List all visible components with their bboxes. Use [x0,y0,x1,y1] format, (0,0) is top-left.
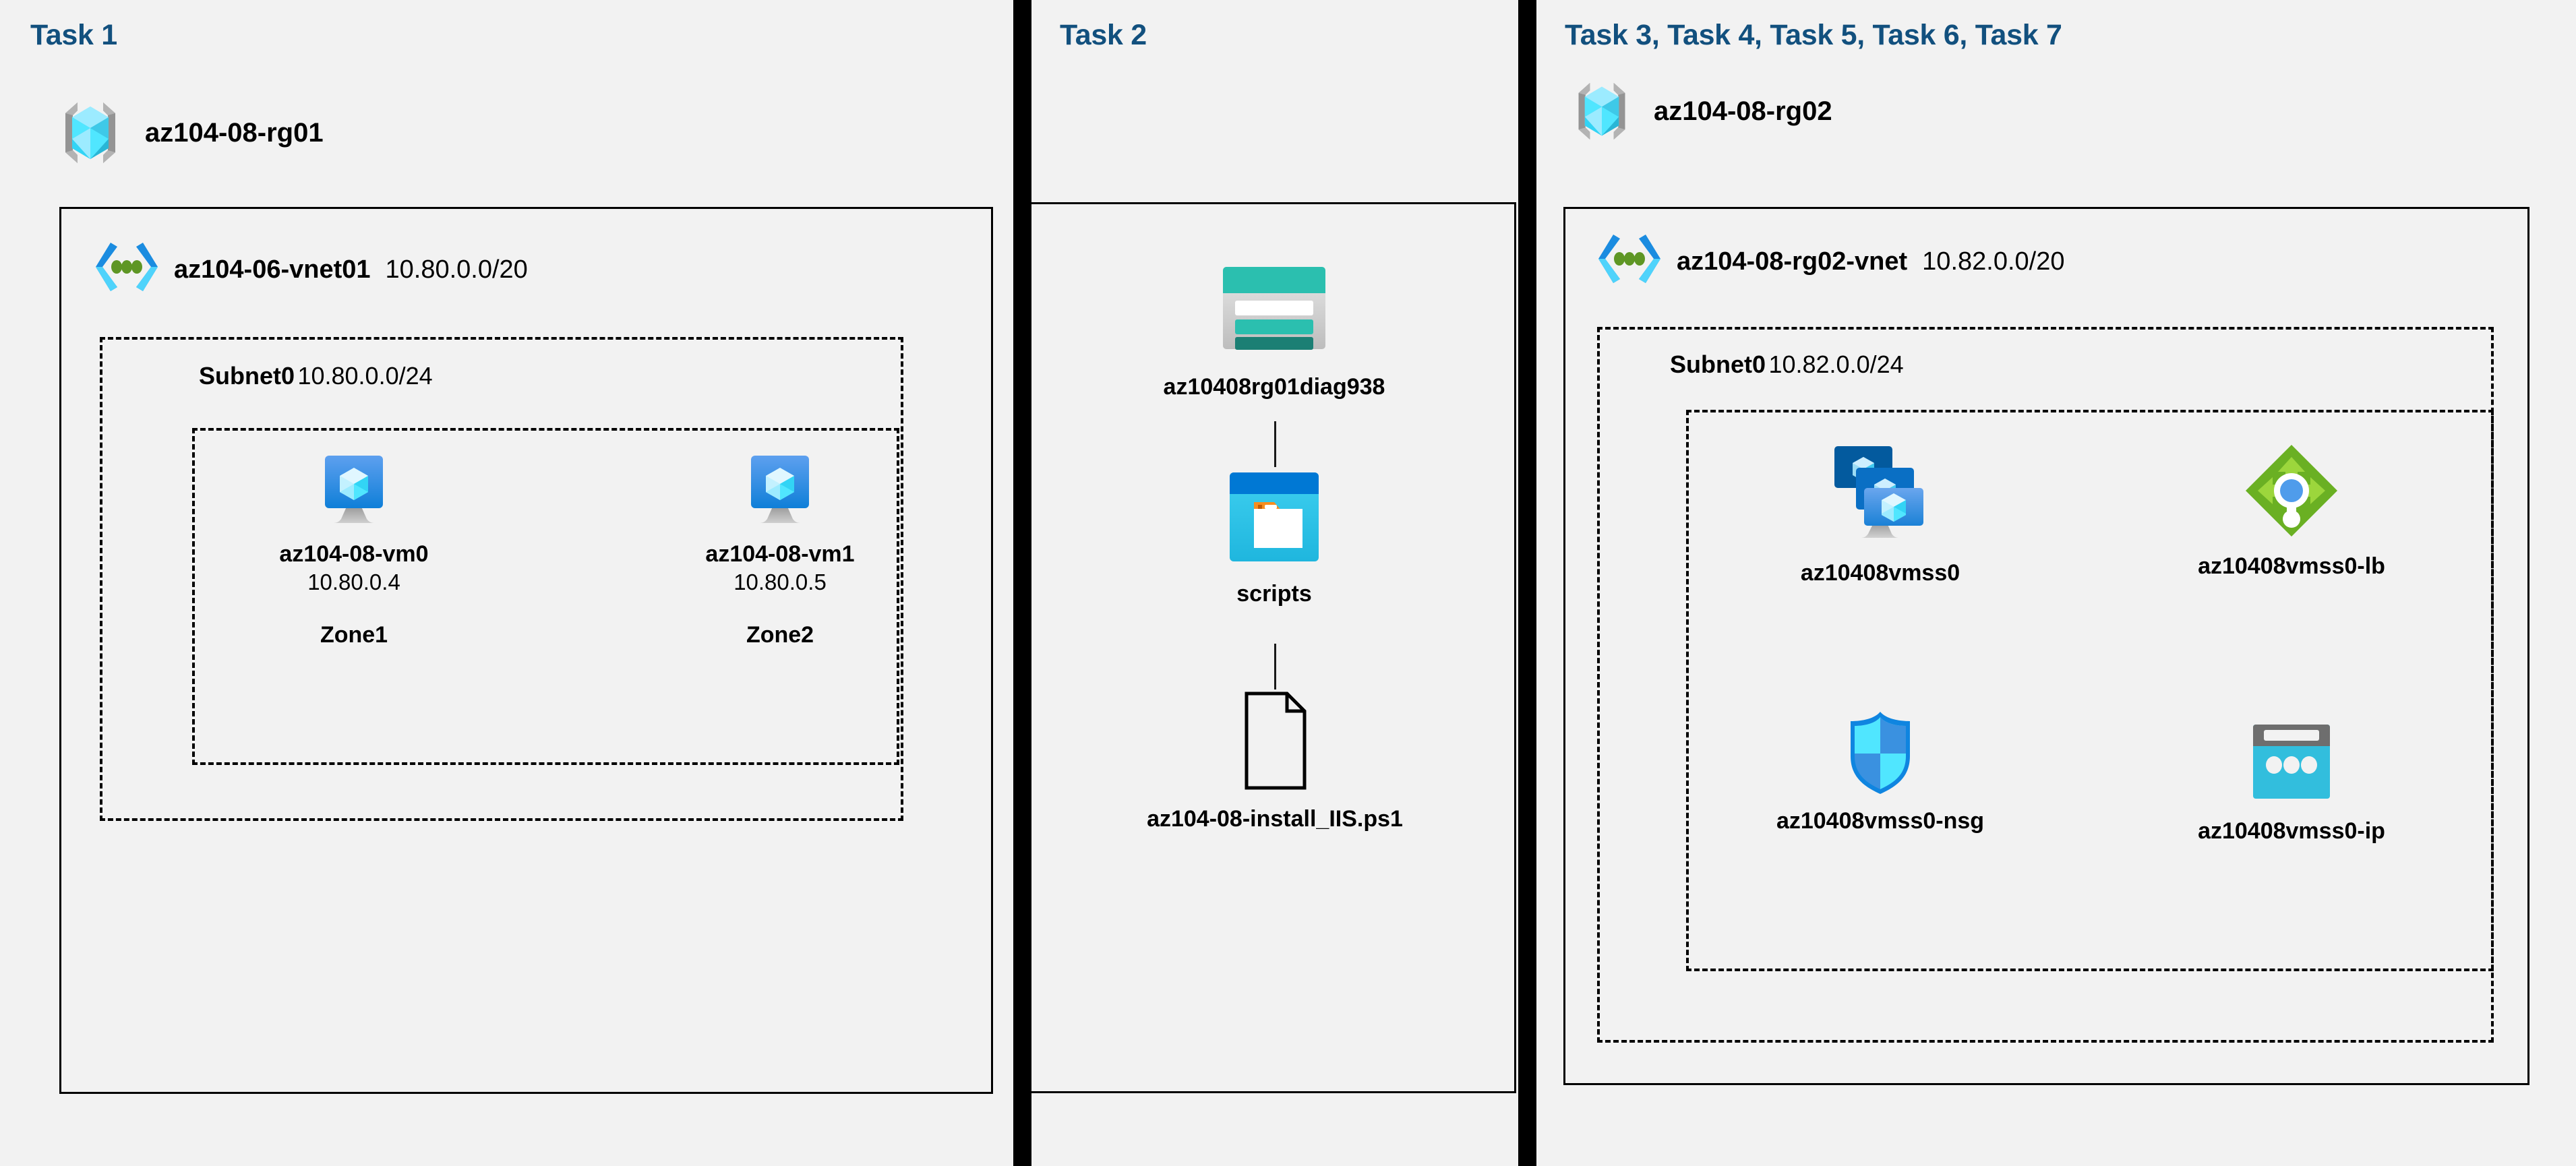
script-file-label: az104-08-install_IIS.ps1 [1147,806,1403,832]
network-security-group-label: az10408vmss0-nsg [1776,808,1985,834]
subnet-cidr-label: 10.80.0.0/24 [297,362,433,390]
vm-zone-label: Zone1 [320,621,388,648]
vm-zone-group-box [192,428,899,765]
task1-heading: Task 1 [30,19,117,51]
panel-divider-right [1518,0,1536,1166]
virtual-machine-az104-08-vm1[interactable]: az104-08-vm1 10.80.0.5 Zone2 [689,453,871,648]
public-ip-address-label: az10408vmss0-ip [2198,818,2385,844]
vm-name-label: az104-08-vm1 [705,541,855,567]
connector-container-to-file [1274,644,1276,689]
vm-scale-set-az10408vmss0[interactable]: az10408vmss0 [1759,439,2002,587]
resource-group-label: az104-08-rg02 [1654,96,1832,126]
subnet-cidr-label: 10.82.0.0/24 [1768,350,1904,378]
virtual-machine-icon [743,453,817,528]
resource-group-icon [51,93,130,173]
script-file-az104-08-install-iis-ps1[interactable]: az104-08-install_IIS.ps1 [1109,689,1441,833]
panel-task1: Task 1 [0,0,1013,1166]
storage-account-az10408rg01diag938[interactable]: az10408rg01diag938 [1153,255,1396,401]
storage-account-icon [1216,255,1332,360]
connector-storage-to-container [1274,421,1276,467]
vm-name-label: az104-08-vm0 [279,541,429,567]
virtual-network-icon [94,237,159,302]
blob-container-label: scripts [1236,581,1312,607]
load-balancer-label: az10408vmss0-lb [2198,553,2385,579]
public-ip-address-icon [2253,725,2330,799]
vm-scale-set-icon [1834,446,1923,538]
storage-account-label: az10408rg01diag938 [1163,374,1385,400]
panel-divider-left [1013,0,1031,1166]
vnet-cidr-label: 10.80.0.0/20 [385,255,528,284]
panel-task2: Task 2 [1029,0,1518,1166]
panel-task3-7: Task 3, Task 4, Task 5, Task 6, Task 7 [1536,0,2576,1166]
vnet-cidr-label: 10.82.0.0/20 [1922,247,2065,276]
vnet-az104-06-vnet01[interactable]: az104-06-vnet01 10.80.0.0/20 [94,237,528,302]
subnet-name-label: Subnet0 [199,362,295,390]
vnet-name-label: az104-08-rg02-vnet [1677,247,1908,276]
subnet-box-subnet0 [100,337,903,821]
vm-ip-label: 10.80.0.5 [733,570,827,595]
vnet-box-az104-06-vnet01 [59,207,993,1094]
blob-container-scripts[interactable]: scripts [1187,467,1362,608]
public-ip-address-az10408vmss0-ip[interactable]: az10408vmss0-ip [2157,718,2426,845]
resource-group-az104-08-rg01[interactable]: az104-08-rg01 [51,93,324,173]
vm-scale-set-label: az10408vmss0 [1800,560,1960,586]
load-balancer-icon [2246,445,2337,536]
vnet-box-az104-08-rg02-vnet [1563,207,2529,1085]
load-balancer-az10408vmss0-lb[interactable]: az10408vmss0-lb [2163,439,2420,580]
subnet-label-subnet0: Subnet0 10.80.0.0/24 [199,362,433,390]
task2-heading: Task 2 [1060,19,1147,51]
script-file-icon [1237,689,1313,792]
task2-content-box [1029,202,1516,1093]
vnet-az104-08-rg02-vnet[interactable]: az104-08-rg02-vnet 10.82.0.0/20 [1597,229,2064,294]
task3-7-heading: Task 3, Task 4, Task 5, Task 6, Task 7 [1565,19,2062,51]
blob-container-icon [1224,467,1324,567]
resource-group-icon [1565,74,1639,148]
virtual-network-icon [1597,229,1662,294]
network-security-group-az10408vmss0-nsg[interactable]: az10408vmss0-nsg [1739,708,2022,835]
subnet-label-subnet0: Subnet0 10.82.0.0/24 [1670,350,1904,379]
resources-group-box [1686,410,2494,971]
vnet-name-label: az104-06-vnet01 [174,255,371,284]
virtual-machine-az104-08-vm0[interactable]: az104-08-vm0 10.80.0.4 Zone1 [263,453,445,648]
subnet-name-label: Subnet0 [1670,350,1766,378]
vm-zone-label: Zone2 [746,621,814,648]
vm-ip-label: 10.80.0.4 [307,570,400,595]
resource-group-az104-08-rg02[interactable]: az104-08-rg02 [1565,74,1832,148]
virtual-machine-icon [317,453,391,528]
network-security-group-icon [1851,712,1910,794]
resource-group-label: az104-08-rg01 [145,117,324,148]
